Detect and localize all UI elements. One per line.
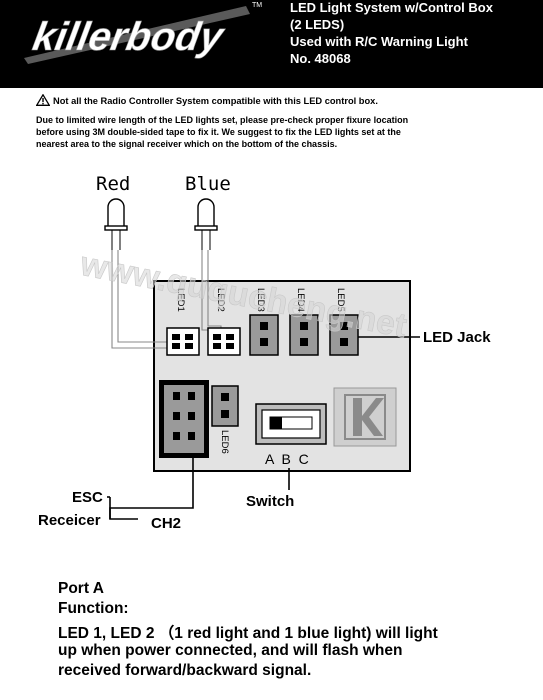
led-jack-label: LED Jack [423, 329, 491, 346]
port-label-led5: LED5 [335, 288, 346, 312]
product-number: No. 48068 [290, 51, 351, 66]
product-title-line-3: Used with R/C Warning Light [290, 34, 468, 49]
led3-connector [249, 314, 279, 356]
note-line-2: before using 3M double-sided tape to fix… [36, 127, 401, 137]
warning-triangle-icon [36, 94, 50, 106]
switch-label: Switch [246, 493, 294, 510]
mode-switch [255, 403, 327, 445]
port-label-led4: LED4 [295, 288, 306, 312]
k-logo-icon [333, 387, 397, 447]
ch2-label: CH2 [151, 515, 181, 532]
switch-positions: A B C [265, 451, 311, 467]
function-line-2: up when power connected, and will flash … [58, 642, 403, 659]
blue-led-label: Blue [185, 173, 231, 195]
installation-note: Due to limited wire length of the LED li… [36, 114, 506, 150]
wiring-diagram: Red Blue LED1 LED2 LED3 LED4 LED5 [38, 173, 491, 532]
product-title-line-1: LED Light System w/Control Box [290, 0, 493, 15]
product-title-line-2: (2 LEDS) [290, 17, 345, 32]
port-label-led1: LED1 [175, 288, 186, 312]
receiver-label: Receicer [38, 512, 101, 529]
ch2-connector [159, 380, 209, 458]
ch2-wiring [107, 458, 194, 520]
port-label-led2: LED2 [215, 288, 226, 312]
port-label-led3: LED3 [255, 288, 266, 312]
led6-connector [211, 385, 239, 427]
warning-line: Not all the Radio Controller System comp… [36, 94, 378, 106]
brand-logo: killerbody [24, 6, 250, 64]
red-led-label: Red [96, 173, 130, 195]
header-bar: killerbody TM LED Light System w/Control… [0, 0, 543, 88]
note-line-3: nearest area to the signal receiver whic… [36, 139, 338, 149]
led5-connector [329, 314, 359, 356]
led2-connector [207, 327, 241, 356]
port-a-title: Port A [58, 580, 104, 597]
function-line-1: LED 1, LED 2 （1 red light and 1 blue lig… [58, 625, 438, 642]
function-line-3: received forward/backward signal. [58, 662, 312, 679]
trademark-mark: TM [252, 2, 263, 9]
port-label-led6: LED6 [219, 430, 230, 454]
note-line-1: Due to limited wire length of the LED li… [36, 115, 409, 125]
led4-connector [289, 314, 319, 356]
function-label: Function: [58, 600, 129, 617]
led1-connector [166, 327, 200, 356]
brand-logo-text: killerbody [30, 14, 229, 59]
red-led-icon [104, 198, 128, 250]
warning-text: Not all the Radio Controller System comp… [53, 96, 378, 106]
blue-led-icon [194, 198, 218, 250]
esc-label: ESC [72, 489, 103, 506]
